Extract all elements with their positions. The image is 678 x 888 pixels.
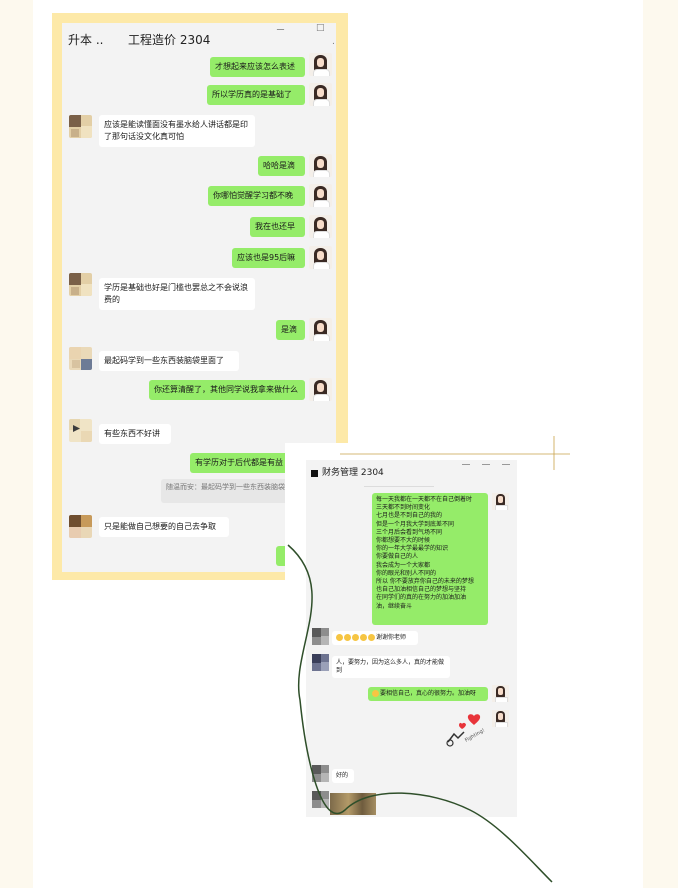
long-line: 所以 你不要放弃你自己的未来的梦想 — [376, 578, 474, 586]
avatar-contact[interactable] — [312, 654, 329, 671]
message-bubble-received[interactable]: 谢谢你老师 — [332, 631, 418, 646]
group-icon — [311, 470, 318, 477]
window-controls[interactable] — [462, 464, 512, 470]
message-bubble-sent[interactable]: 所以学历真的是基础了 — [207, 85, 305, 105]
avatar-self[interactable] — [309, 154, 332, 177]
avatar-self[interactable] — [309, 184, 332, 207]
avatar-contact[interactable] — [69, 419, 92, 442]
long-line: 你的眼光和别人不同的 — [376, 569, 437, 577]
message-bubble-received[interactable]: 好的 — [332, 769, 354, 784]
avatar-contact[interactable] — [69, 273, 92, 296]
avatar-self[interactable] — [309, 215, 332, 238]
message-text: 谢谢你老师 — [376, 634, 407, 641]
smile-emoji-icon — [360, 634, 367, 641]
message-bubble-sent[interactable]: 才想起来应该怎么表述 — [210, 57, 305, 77]
maximize-icon[interactable]: □ — [316, 23, 325, 33]
avatar-self[interactable] — [309, 318, 332, 341]
minimize-icon[interactable]: ー — [276, 26, 286, 36]
avatar-self[interactable] — [309, 53, 332, 76]
long-line: 你的一年大学最最学的知识 — [376, 545, 449, 553]
chat-title: 工程造价 2304 — [128, 33, 211, 47]
message-bubble-received[interactable]: 最起码学到一些东西装脑袋里面了 — [99, 351, 239, 371]
long-line: 每一天我都在一天都不在自己倒着时 — [376, 496, 473, 503]
avatar-self[interactable] — [492, 685, 509, 702]
chat-back-title[interactable]: 升本 .. — [68, 33, 104, 47]
chat-title: 财务管理 2304 — [322, 468, 384, 478]
chat-window-2: 财务管理 2304 每一天我都在一天都不在自己倒着时 三天都不到时间变化 七月也… — [306, 460, 517, 817]
message-bubble-received[interactable]: 有些东西不好讲 — [99, 424, 171, 444]
long-line: 七月也是不到自己的我的 — [376, 512, 443, 520]
smile-emoji-icon — [372, 690, 379, 697]
fighting-heart-sticker[interactable]: Fighting! — [444, 712, 488, 748]
chat-titlebar: 升本 .. 工程造价 2304 ー □ . — [62, 23, 336, 57]
message-bubble-sent[interactable]: 你哪怕觉醒学习都不晚 — [208, 186, 305, 206]
message-bubble-sent[interactable]: 应该也是95后嘛 — [232, 248, 305, 268]
smile-emoji-icon — [344, 634, 351, 641]
message-bubble-sent[interactable]: 是滴 — [276, 320, 305, 340]
avatar-contact[interactable] — [312, 765, 329, 782]
message-bubble-sent[interactable]: 你还算清醒了，其他同学说我拿来做什么 — [149, 380, 305, 400]
crosshair-decoration — [340, 436, 570, 470]
long-line: 三个月后会看到气场不同 — [376, 528, 443, 536]
message-bubble-received[interactable]: 学历是基础也好是门槛也罢总之不会说浪费的 — [99, 278, 255, 310]
message-bubble-received[interactable]: 只是能做自己想要的自己去争取 — [99, 517, 229, 537]
avatar-contact[interactable] — [69, 515, 92, 538]
avatar-self[interactable] — [492, 710, 509, 727]
avatar-contact[interactable] — [312, 628, 329, 645]
smile-emoji-icon — [336, 634, 343, 641]
long-line: 也自己加油相信自己的梦想与坚持 — [376, 586, 467, 594]
long-line: 我会成为一个大家都 — [376, 561, 431, 569]
avatar-self[interactable] — [309, 83, 332, 106]
smile-emoji-icon — [352, 634, 359, 641]
divider — [364, 486, 434, 487]
avatar-contact[interactable] — [69, 347, 92, 370]
message-bubble-sent[interactable]: 我在也还早 — [250, 217, 305, 237]
avatar-self[interactable] — [492, 493, 509, 510]
long-line: 你要做自己的人 — [376, 553, 419, 561]
message-bubble-sent[interactable]: 哈哈是滴 — [258, 156, 305, 176]
more-icon[interactable]: . — [332, 37, 335, 47]
message-bubble-sent-long[interactable]: 每一天我都在一天都不在自己倒着时 三天都不到时间变化 七月也是不到自己的我的 但… — [372, 493, 488, 625]
avatar-self[interactable] — [309, 378, 332, 401]
message-text: 要相信自己，真心的很努力。加油呀 — [380, 690, 477, 697]
long-line: 在同学们的真的在努力的加油加油 — [376, 594, 467, 602]
smile-emoji-icon — [368, 634, 375, 641]
long-line: 油，继续奋斗 — [376, 602, 413, 610]
avatar-self[interactable] — [309, 246, 332, 269]
avatar-contact[interactable] — [69, 115, 92, 138]
long-line: 你都想要不大的时候 — [376, 537, 431, 545]
message-bubble-received[interactable]: 应该是能读懂面没有墨水给人讲话都是印了那句话没文化真可怕 — [99, 115, 255, 147]
message-bubble-received[interactable]: 人，要努力，因为这么多人，真的才能做到 — [332, 656, 450, 679]
message-bubble-sent[interactable]: 要相信自己，真心的很努力。加油呀 — [368, 687, 488, 702]
long-line: 三天都不到时间变化 — [376, 504, 431, 512]
long-line: 但是一个月我大学到底差不同 — [376, 520, 455, 528]
